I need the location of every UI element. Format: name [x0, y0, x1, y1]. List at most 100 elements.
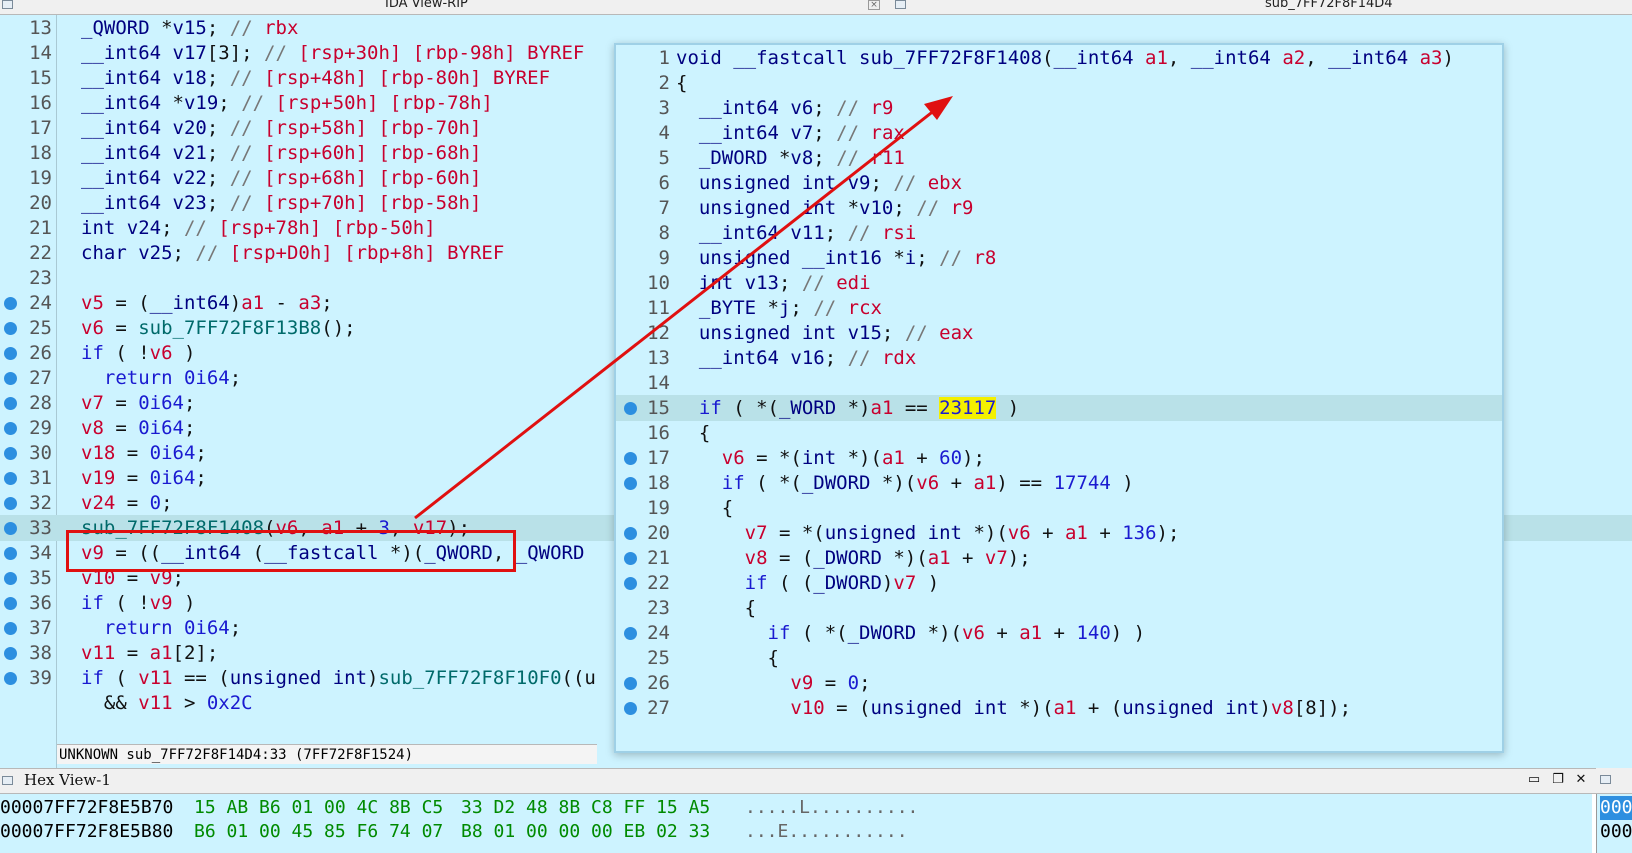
line-number: 26 — [647, 672, 670, 694]
code-line[interactable]: 21 v8 = (_DWORD *)(a1 + v7); — [616, 545, 1502, 571]
code-line[interactable]: 16__int64 *v19; // [rsp+50h] [rbp-78h] — [0, 90, 1632, 116]
breakpoint-dot-icon[interactable] — [4, 397, 17, 410]
code-line[interactable]: 12 unsigned int v15; // eax — [616, 320, 1502, 346]
code-line[interactable]: 23 { — [616, 595, 1502, 621]
code-token: ; — [161, 492, 173, 514]
breakpoint-dot-icon[interactable] — [4, 572, 17, 585]
code-line[interactable]: 20 v7 = *(unsigned int *)(v6 + a1 + 136)… — [616, 520, 1502, 546]
code-token: + ( — [1076, 697, 1123, 719]
code-line[interactable]: 27 v10 = (unsigned int *)(a1 + (unsigned… — [616, 695, 1502, 721]
code-line[interactable]: 6 unsigned int v9; // ebx — [616, 170, 1502, 196]
code-line[interactable]: 37 return 0i64; — [0, 615, 1632, 641]
code-line[interactable]: 13 __int64 v16; // rdx — [616, 345, 1502, 371]
breakpoint-dot-icon[interactable] — [4, 372, 17, 385]
breakpoint-dot-icon[interactable] — [624, 677, 637, 690]
code-line[interactable]: 19__int64 v22; // [rsp+68h] [rbp-60h] — [0, 165, 1632, 191]
code-token: // — [836, 122, 871, 144]
code-line[interactable]: 22 if ( (_DWORD)v7 ) — [616, 570, 1502, 596]
code-line[interactable]: 9 unsigned __int16 *i; // r8 — [616, 245, 1502, 271]
breakpoint-dot-icon[interactable] — [624, 452, 637, 465]
code-line[interactable]: && v11 > 0x2C — [0, 690, 1632, 716]
breakpoint-dot-icon[interactable] — [624, 552, 637, 565]
code-line[interactable]: 2{ — [616, 70, 1502, 96]
maximize-icon[interactable]: ▭ — [1527, 772, 1541, 787]
code-line[interactable]: 14__int64 v17[3]; // [rsp+30h] [rbp-98h]… — [0, 40, 1632, 66]
code-line[interactable]: 3 __int64 v6; // r9 — [616, 95, 1502, 121]
breakpoint-dot-icon[interactable] — [624, 577, 637, 590]
code-line[interactable]: 15 if ( *(_WORD *)a1 == 23117 ) — [616, 395, 1502, 421]
code-line[interactable]: 19 { — [616, 495, 1502, 521]
breakpoint-dot-icon[interactable] — [4, 322, 17, 335]
code-line[interactable]: 10 int v13; // edi — [616, 270, 1502, 296]
code-line[interactable]: 18__int64 v21; // [rsp+60h] [rbp-68h] — [0, 140, 1632, 166]
code-line[interactable]: 25 { — [616, 645, 1502, 671]
code-line[interactable]: 27 return 0i64; — [0, 365, 1632, 391]
code-token: v9 — [149, 567, 173, 589]
code-line[interactable]: 11 _BYTE *j; // rcx — [616, 295, 1502, 321]
code-token: + — [1030, 522, 1065, 544]
breakpoint-dot-icon[interactable] — [4, 547, 17, 560]
code-line[interactable]: 20__int64 v23; // [rsp+70h] [rbp-58h] — [0, 190, 1632, 216]
code-line[interactable]: 24 if ( *(_DWORD *)(v6 + a1 + 140) ) — [616, 620, 1502, 646]
code-line[interactable]: 14 — [616, 370, 1502, 396]
code-line[interactable]: 7 unsigned int *v10; // r9 — [616, 195, 1502, 221]
code-line[interactable]: 8 __int64 v11; // rsi — [616, 220, 1502, 246]
breakpoint-dot-icon[interactable] — [4, 597, 17, 610]
code-line[interactable]: 15__int64 v18; // [rsp+48h] [rbp-80h] BY… — [0, 65, 1632, 91]
restore-icon[interactable]: ❐ — [1552, 772, 1564, 787]
breakpoint-dot-icon[interactable] — [624, 477, 637, 490]
breakpoint-dot-icon[interactable] — [4, 447, 17, 460]
code-token: ( *( — [790, 622, 848, 644]
line-number: 21 — [647, 547, 670, 569]
close-icon[interactable]: × — [868, 0, 880, 10]
breakpoint-dot-icon[interactable] — [4, 647, 17, 660]
code-line[interactable]: 13_QWORD *v15; // rbx — [0, 15, 1632, 41]
code-text: __int64 v7; // rax — [676, 120, 905, 146]
breakpoint-dot-icon[interactable] — [4, 297, 17, 310]
breakpoint-dot-icon[interactable] — [624, 702, 637, 715]
breakpoint-dot-icon[interactable] — [4, 497, 17, 510]
code-token: __int64 — [1053, 47, 1146, 69]
breakpoint-dot-icon[interactable] — [624, 402, 637, 415]
code-line[interactable]: 4 __int64 v7; // rax — [616, 120, 1502, 146]
breakpoint-dot-icon[interactable] — [4, 347, 17, 360]
close-icon[interactable]: ✕ — [1575, 772, 1587, 787]
breakpoint-dot-icon[interactable] — [4, 422, 17, 435]
status-bar: UNKNOWN sub_7FF72F8F14D4:33 (7FF72F8F152… — [57, 744, 597, 764]
code-token: [rsp+60h] [rbp-68h] — [264, 142, 482, 164]
breakpoint-dot-icon[interactable] — [4, 472, 17, 485]
code-text: if ( *(_WORD *)a1 == 23117 ) — [676, 395, 1019, 421]
breakpoint-dot-icon[interactable] — [624, 527, 637, 540]
code-line[interactable]: 17__int64 v20; // [rsp+58h] [rbp-70h] — [0, 115, 1632, 141]
code-line[interactable]: 18 if ( *(_DWORD *)(v6 + a1) == 17744 ) — [616, 470, 1502, 496]
breakpoint-dot-icon[interactable] — [4, 522, 17, 535]
code-line[interactable]: 17 v6 = *(int *)(a1 + 60); — [616, 445, 1502, 471]
code-line[interactable]: 16 { — [616, 420, 1502, 446]
breakpoint-dot-icon[interactable] — [4, 672, 17, 685]
code-line[interactable]: 26 v9 = 0; — [616, 670, 1502, 696]
breakpoint-dot-icon[interactable] — [4, 622, 17, 635]
tab-ida-view[interactable]: IDA View-RIP — [385, 0, 468, 11]
tab-pseudocode[interactable]: sub_7FF72F8F14D4 — [1265, 0, 1393, 11]
code-line[interactable]: 23 — [0, 265, 1632, 291]
breakpoint-dot-icon[interactable] — [624, 627, 637, 640]
